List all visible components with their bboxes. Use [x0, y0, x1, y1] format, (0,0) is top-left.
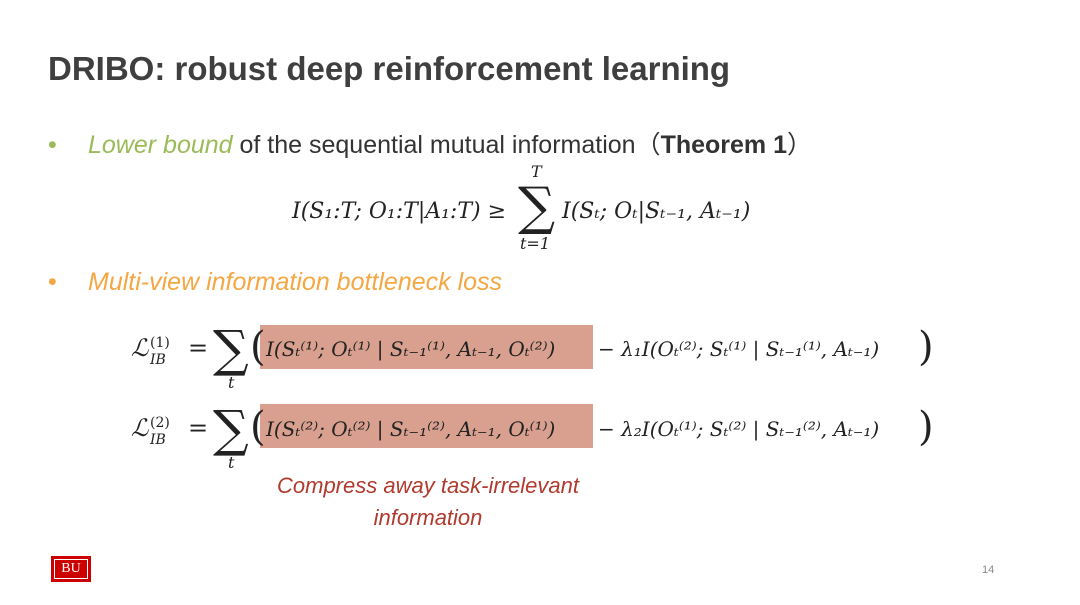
- highlight-box-2: [260, 404, 593, 448]
- eq1-sum-sigma: ∑: [518, 177, 555, 237]
- bu-logo: BU: [51, 556, 91, 582]
- highlight-box-1: [260, 325, 593, 369]
- caption-line-1: Compress away task-irrelevant: [277, 473, 579, 498]
- eq1-lhs: I(S₁:T; O₁:T|A₁:T) ≥: [291, 199, 506, 224]
- loss2-sup: (2): [150, 415, 170, 431]
- loss-equation-2: ℒ (2) IB = ∑ t ( I(Sₜ⁽²⁾; Oₜ⁽²⁾ | Sₜ₋₁⁽²…: [131, 400, 934, 472]
- loss2-symbol: ℒ: [131, 414, 149, 442]
- loss2-close-paren: ): [918, 404, 934, 450]
- bullet-close: ）: [787, 131, 813, 159]
- loss1-sigma: ∑: [213, 320, 249, 378]
- loss2-sigma: ∑: [213, 400, 249, 458]
- loss-equation-1: ℒ (1) IB = ∑ t ( I(Sₜ⁽¹⁾; Oₜ⁽¹⁾ | Sₜ₋₁⁽¹…: [131, 320, 934, 392]
- loss2-equals: =: [188, 414, 208, 442]
- page-number: 14: [982, 564, 995, 576]
- bullet-lower-bound: • Lower bound of the sequential mutual in…: [48, 125, 812, 161]
- highlight-caption: Compress away task-irrelevant informatio…: [258, 470, 598, 534]
- loss2-highlight-term: I(Sₜ⁽²⁾; Oₜ⁽²⁾ | Sₜ₋₁⁽²⁾, Aₜ₋₁, Oₜ⁽¹⁾): [265, 417, 555, 442]
- loss2-rest: − λ₂I(Oₜ⁽¹⁾; Sₜ⁽²⁾ | Sₜ₋₁⁽²⁾, Aₜ₋₁): [598, 417, 879, 442]
- bullet-multiview-loss: • Multi-view information bottleneck loss: [48, 268, 502, 297]
- loss1-symbol: ℒ: [131, 334, 149, 362]
- loss1-sum-lower: t: [228, 373, 235, 392]
- loss1-sup: (1): [150, 335, 170, 351]
- loss1-rest: − λ₁I(Oₜ⁽²⁾; Sₜ⁽¹⁾ | Sₜ₋₁⁽¹⁾, Aₜ₋₁): [598, 337, 879, 362]
- loss1-open-paren: (: [250, 324, 266, 370]
- loss1-equals: =: [188, 334, 208, 362]
- loss1-highlight-term: I(Sₜ⁽¹⁾; Oₜ⁽¹⁾ | Sₜ₋₁⁽¹⁾, Aₜ₋₁, Oₜ⁽²⁾): [265, 337, 555, 362]
- equation-lower-bound: I(S₁:T; O₁:T|A₁:T) ≥ T ∑ t=1 I(Sₜ; Oₜ|Sₜ…: [291, 162, 750, 253]
- bullet-marker: •: [48, 131, 57, 159]
- caption-line-2: information: [373, 505, 483, 530]
- bullet-text: Multi-view information bottleneck loss: [88, 268, 503, 296]
- eq1-sum-upper: T: [531, 162, 543, 181]
- slide-title: DRIBO: robust deep reinforcement learnin…: [48, 50, 731, 87]
- bullet-marker: •: [48, 268, 57, 296]
- eq1-rhs: I(Sₜ; Oₜ|Sₜ₋₁, Aₜ₋₁): [561, 199, 750, 224]
- loss2-sub: IB: [149, 432, 166, 448]
- bullet-text: of the sequential mutual information（: [232, 131, 661, 159]
- loss2-open-paren: (: [250, 404, 266, 450]
- eq1-sum-lower: t=1: [520, 234, 550, 253]
- theorem-ref: Theorem 1: [660, 131, 788, 159]
- loss1-close-paren: ): [918, 324, 934, 370]
- loss2-sum-lower: t: [228, 453, 235, 472]
- loss1-sub: IB: [149, 352, 166, 368]
- bullet-emphasis: Lower bound: [88, 131, 233, 159]
